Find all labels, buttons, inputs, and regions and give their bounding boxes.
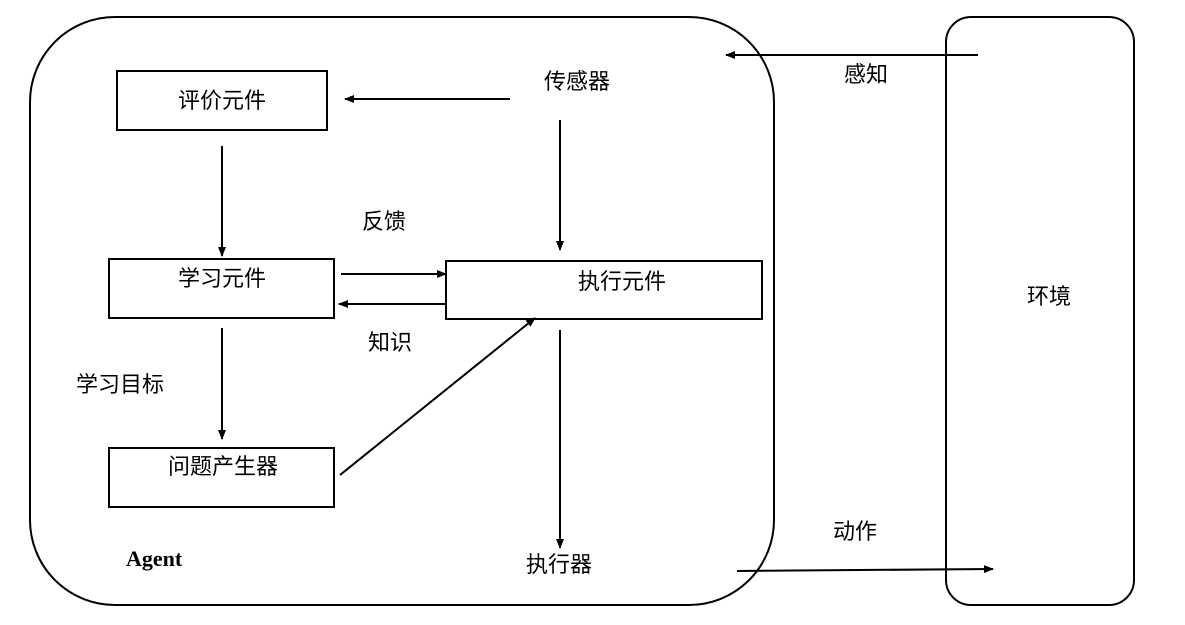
- agent-label: Agent: [126, 546, 183, 571]
- performer-label: 执行元件: [578, 270, 666, 295]
- perception-label: 感知: [844, 63, 888, 88]
- learner-label: 学习元件: [178, 267, 266, 292]
- environment-label: 环境: [1027, 285, 1071, 310]
- problem-generator-label: 问题产生器: [168, 455, 278, 480]
- problem-generator-box: [108, 447, 335, 508]
- arrow-problem-generator-to-performer: [339, 317, 536, 476]
- knowledge-label: 知识: [368, 331, 412, 356]
- arrow-action: [736, 565, 994, 574]
- performer-box: [445, 260, 763, 320]
- action-label: 动作: [833, 520, 877, 545]
- effector-label: 执行器: [526, 553, 592, 578]
- feedback-label: 反馈: [362, 210, 406, 235]
- agent-container: [29, 16, 775, 606]
- learner-box: [108, 258, 335, 319]
- environment-container: [945, 16, 1135, 606]
- evaluator-box: [116, 70, 328, 131]
- evaluator-label: 评价元件: [178, 89, 266, 114]
- sensor-label: 传感器: [544, 70, 610, 95]
- learning-goal-label: 学习目标: [76, 373, 164, 398]
